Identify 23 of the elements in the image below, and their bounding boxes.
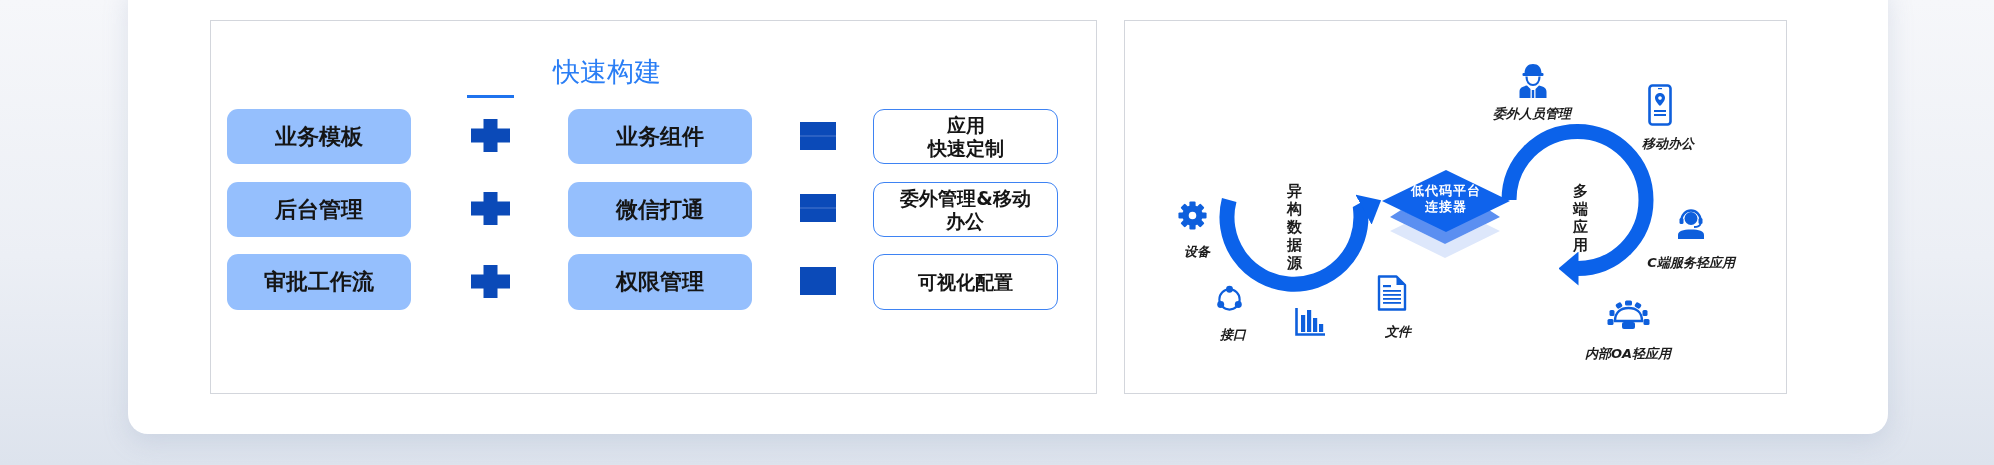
edge-label: 异构数据源	[1286, 182, 1302, 272]
panel-title: 快速构建	[553, 55, 661, 89]
icon-label: 移动办公	[1642, 135, 1694, 153]
icon-label: 文件	[1385, 323, 1411, 341]
diamond-node: 低代码平台连接器	[1382, 170, 1510, 232]
module-box: 业务组件	[568, 109, 752, 164]
icon-label: 委外人员管理	[1493, 105, 1571, 123]
module-box: 权限管理	[568, 254, 752, 310]
curved-arrow	[1219, 194, 1382, 292]
result-box: 委外管理&移动办公	[873, 182, 1058, 237]
module-box: 审批工作流	[227, 254, 411, 310]
icon-label: C端服务轻应用	[1647, 254, 1735, 272]
icon-label: 接口	[1220, 326, 1246, 344]
module-box: 后台管理	[227, 182, 411, 237]
result-box: 可视化配置	[873, 254, 1058, 310]
icon-label: 内部OA轻应用	[1584, 345, 1672, 363]
edge-label: 多端应用	[1572, 182, 1588, 254]
panel	[1124, 20, 1787, 394]
module-box: 微信打通	[568, 182, 752, 237]
module-box: 业务模板	[227, 109, 411, 164]
panel	[210, 20, 1097, 394]
result-box: 应用快速定制	[873, 109, 1058, 164]
icon-label: 设备	[1184, 243, 1210, 261]
